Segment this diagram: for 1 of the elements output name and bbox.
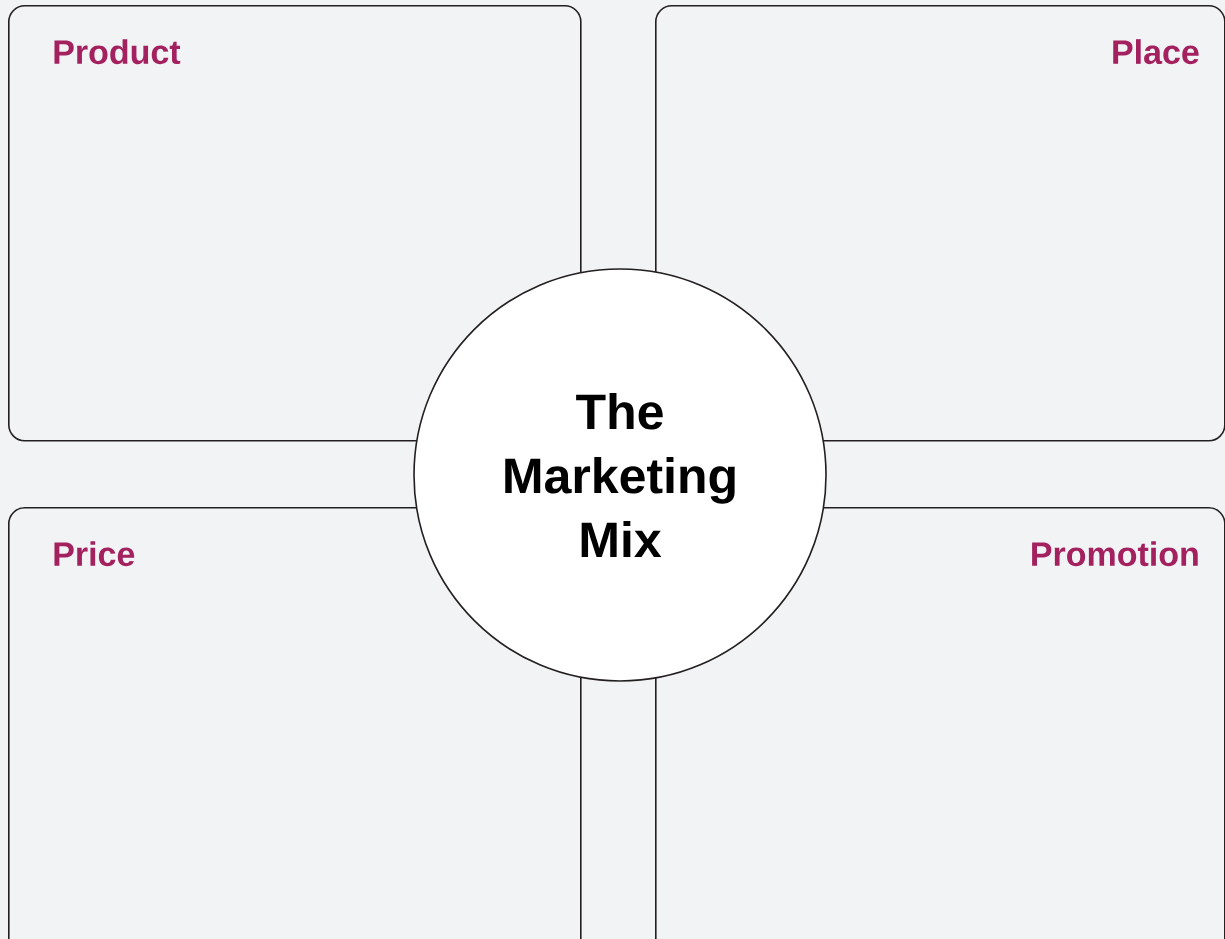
category-box: Price [8, 507, 582, 939]
